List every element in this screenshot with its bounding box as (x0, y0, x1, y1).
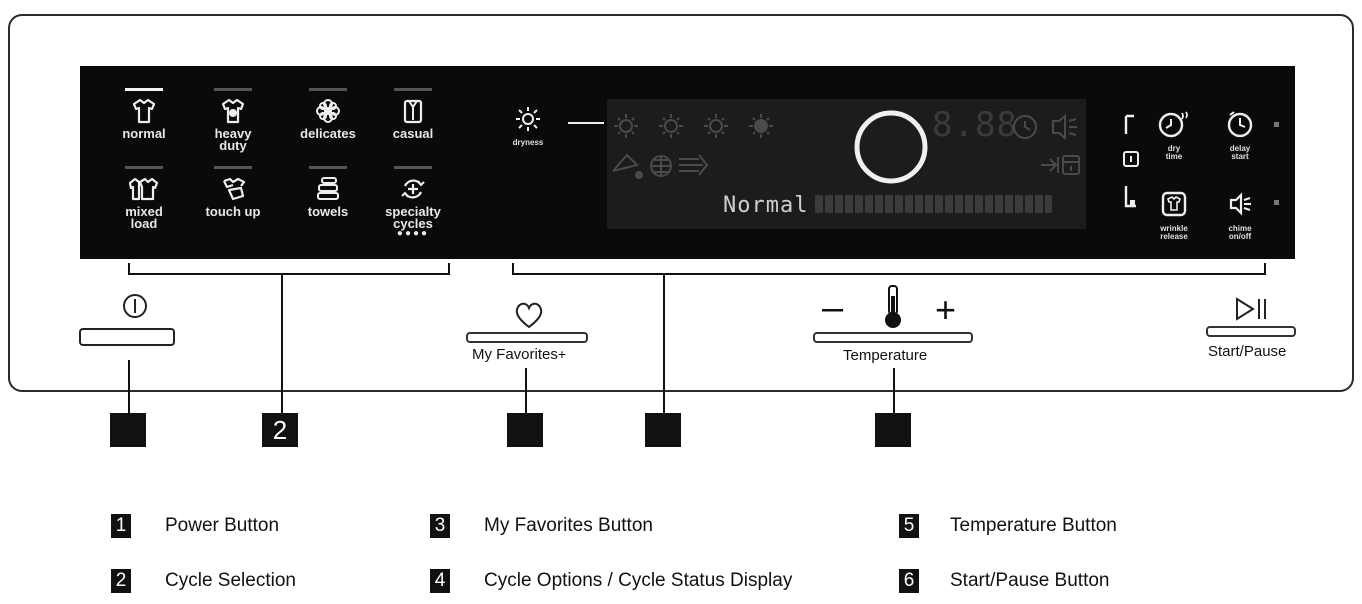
cycle-label: touch up (205, 204, 261, 219)
legend-text-4: Cycle Options / Cycle Status Display (484, 570, 793, 591)
dot-matrix-area (815, 195, 1052, 213)
progress-ring (854, 110, 928, 184)
cycle-status-display: 8.88 Normal (607, 99, 1086, 229)
legend-number-5: 5 (899, 514, 919, 538)
cycle-specialty[interactable]: specialty cycles ●●●● (371, 166, 455, 239)
cycle-leader-line (281, 275, 283, 415)
delay-start-button[interactable]: delay start (1210, 110, 1270, 161)
legend-number-1: 1 (111, 514, 131, 538)
cycle-label: casual (392, 126, 434, 141)
heavy-shirt-icon (221, 98, 245, 124)
cycle-indicator (125, 166, 163, 169)
cycle-indicator (309, 88, 347, 91)
legend-number-4: 4 (430, 569, 450, 593)
temperature-leader-line (893, 368, 895, 415)
specialty-dots: ●●●● (396, 228, 430, 239)
cycle-bracket (128, 263, 450, 275)
cycle-indicator (214, 166, 252, 169)
legend-text-6: Start/Pause Button (950, 570, 1110, 591)
cycle-touch-up[interactable]: touch up (191, 166, 275, 218)
legend-number-6: 6 (899, 569, 919, 593)
play-pause-icon (1236, 297, 1266, 321)
speaker-icon (1229, 192, 1251, 216)
towels-icon (317, 177, 339, 200)
dryness-button[interactable]: dryness (498, 106, 558, 147)
lcd-status-icons (1013, 113, 1080, 175)
mixed-shirts-icon (128, 177, 159, 201)
chime-button[interactable]: chime on/off (1210, 190, 1270, 241)
dryness-label: dryness (512, 138, 544, 147)
shirt-icon (132, 98, 156, 124)
flower-icon (316, 99, 340, 123)
cycle-label: delicates (300, 126, 356, 141)
thermometer-icon (885, 285, 901, 328)
power-icon (123, 294, 147, 318)
cycle-label: heavy duty (214, 126, 252, 153)
touch-up-icon (223, 177, 246, 201)
cycle-label: mixed load (125, 204, 163, 231)
cycle-delicates[interactable]: delicates (286, 88, 370, 140)
delay-clock-icon (1227, 111, 1253, 138)
dry-time-icon (1158, 111, 1188, 138)
temperature-label: Temperature (843, 347, 928, 364)
cycle-indicator (125, 88, 163, 91)
specialty-cycle-icon (401, 179, 425, 199)
temp-plus[interactable]: + (935, 289, 957, 330)
callout-box-4 (645, 413, 681, 447)
cycle-mixed-load[interactable]: mixed load (102, 166, 186, 230)
lock-bracket-icon (1123, 114, 1139, 208)
cycle-label: normal (122, 126, 166, 141)
legend-text-5: Temperature Button (950, 515, 1117, 536)
dry-time-button[interactable]: dry time (1144, 110, 1204, 161)
dryness-level-icons (614, 114, 773, 138)
cycle-indicator (394, 88, 432, 91)
legend-text-2: Cycle Selection (165, 570, 296, 591)
cycle-name-text: Normal (723, 193, 809, 218)
my-favorites-label: My Favorites+ (472, 346, 567, 363)
display-leader-line (663, 275, 665, 415)
start-pause-label: Start/Pause (1208, 343, 1287, 360)
wrinkle-release-icon (1161, 191, 1187, 217)
power-leader-line (128, 360, 130, 415)
cycle-indicator (309, 166, 347, 169)
temp-minus[interactable]: – (822, 287, 844, 329)
cycle-heavy-duty[interactable]: heavy duty (191, 88, 275, 152)
cycle-label: specialty cycles (385, 204, 441, 231)
callout-box-2: 2 (262, 413, 298, 447)
legend-number-3: 3 (430, 514, 450, 538)
sun-icon (516, 107, 540, 131)
delay-start-indicator (1274, 122, 1279, 127)
display-bracket (512, 263, 1266, 275)
delay-start-label: delay start (1229, 144, 1251, 161)
callout-box-1 (110, 413, 146, 447)
cycle-casual[interactable]: casual (371, 88, 455, 140)
legend-text-3: My Favorites Button (484, 515, 653, 536)
control-panel-frame (8, 14, 1354, 392)
wrinkle-release-button[interactable]: wrinkle release (1144, 190, 1204, 241)
favorites-leader-line (525, 368, 527, 415)
casual-shirt-icon (403, 99, 423, 124)
wrinkle-release-label: wrinkle release (1160, 224, 1188, 241)
heart-icon (515, 302, 543, 329)
time-digits: 8.88 (932, 105, 1018, 145)
cycle-label: towels (307, 204, 349, 219)
chime-indicator (1274, 200, 1279, 205)
status-icons (612, 153, 709, 179)
callout-box-5 (875, 413, 911, 447)
temperature-button[interactable] (813, 332, 973, 343)
callout-box-3 (507, 413, 543, 447)
favorites-plus: + (557, 346, 567, 362)
cycle-indicator (214, 88, 252, 91)
my-favorites-button[interactable] (466, 332, 588, 343)
start-pause-button[interactable] (1206, 326, 1296, 337)
legend-number-2: 2 (111, 569, 131, 593)
dry-time-label: dry time (1165, 144, 1183, 161)
chime-label: chime on/off (1228, 224, 1252, 241)
cycle-indicator (394, 166, 432, 169)
dryness-connector-line (568, 122, 604, 124)
cycle-normal[interactable]: normal (102, 88, 186, 140)
cycle-towels[interactable]: towels (286, 166, 370, 218)
legend-text-1: Power Button (165, 515, 280, 536)
power-button[interactable] (79, 328, 175, 346)
